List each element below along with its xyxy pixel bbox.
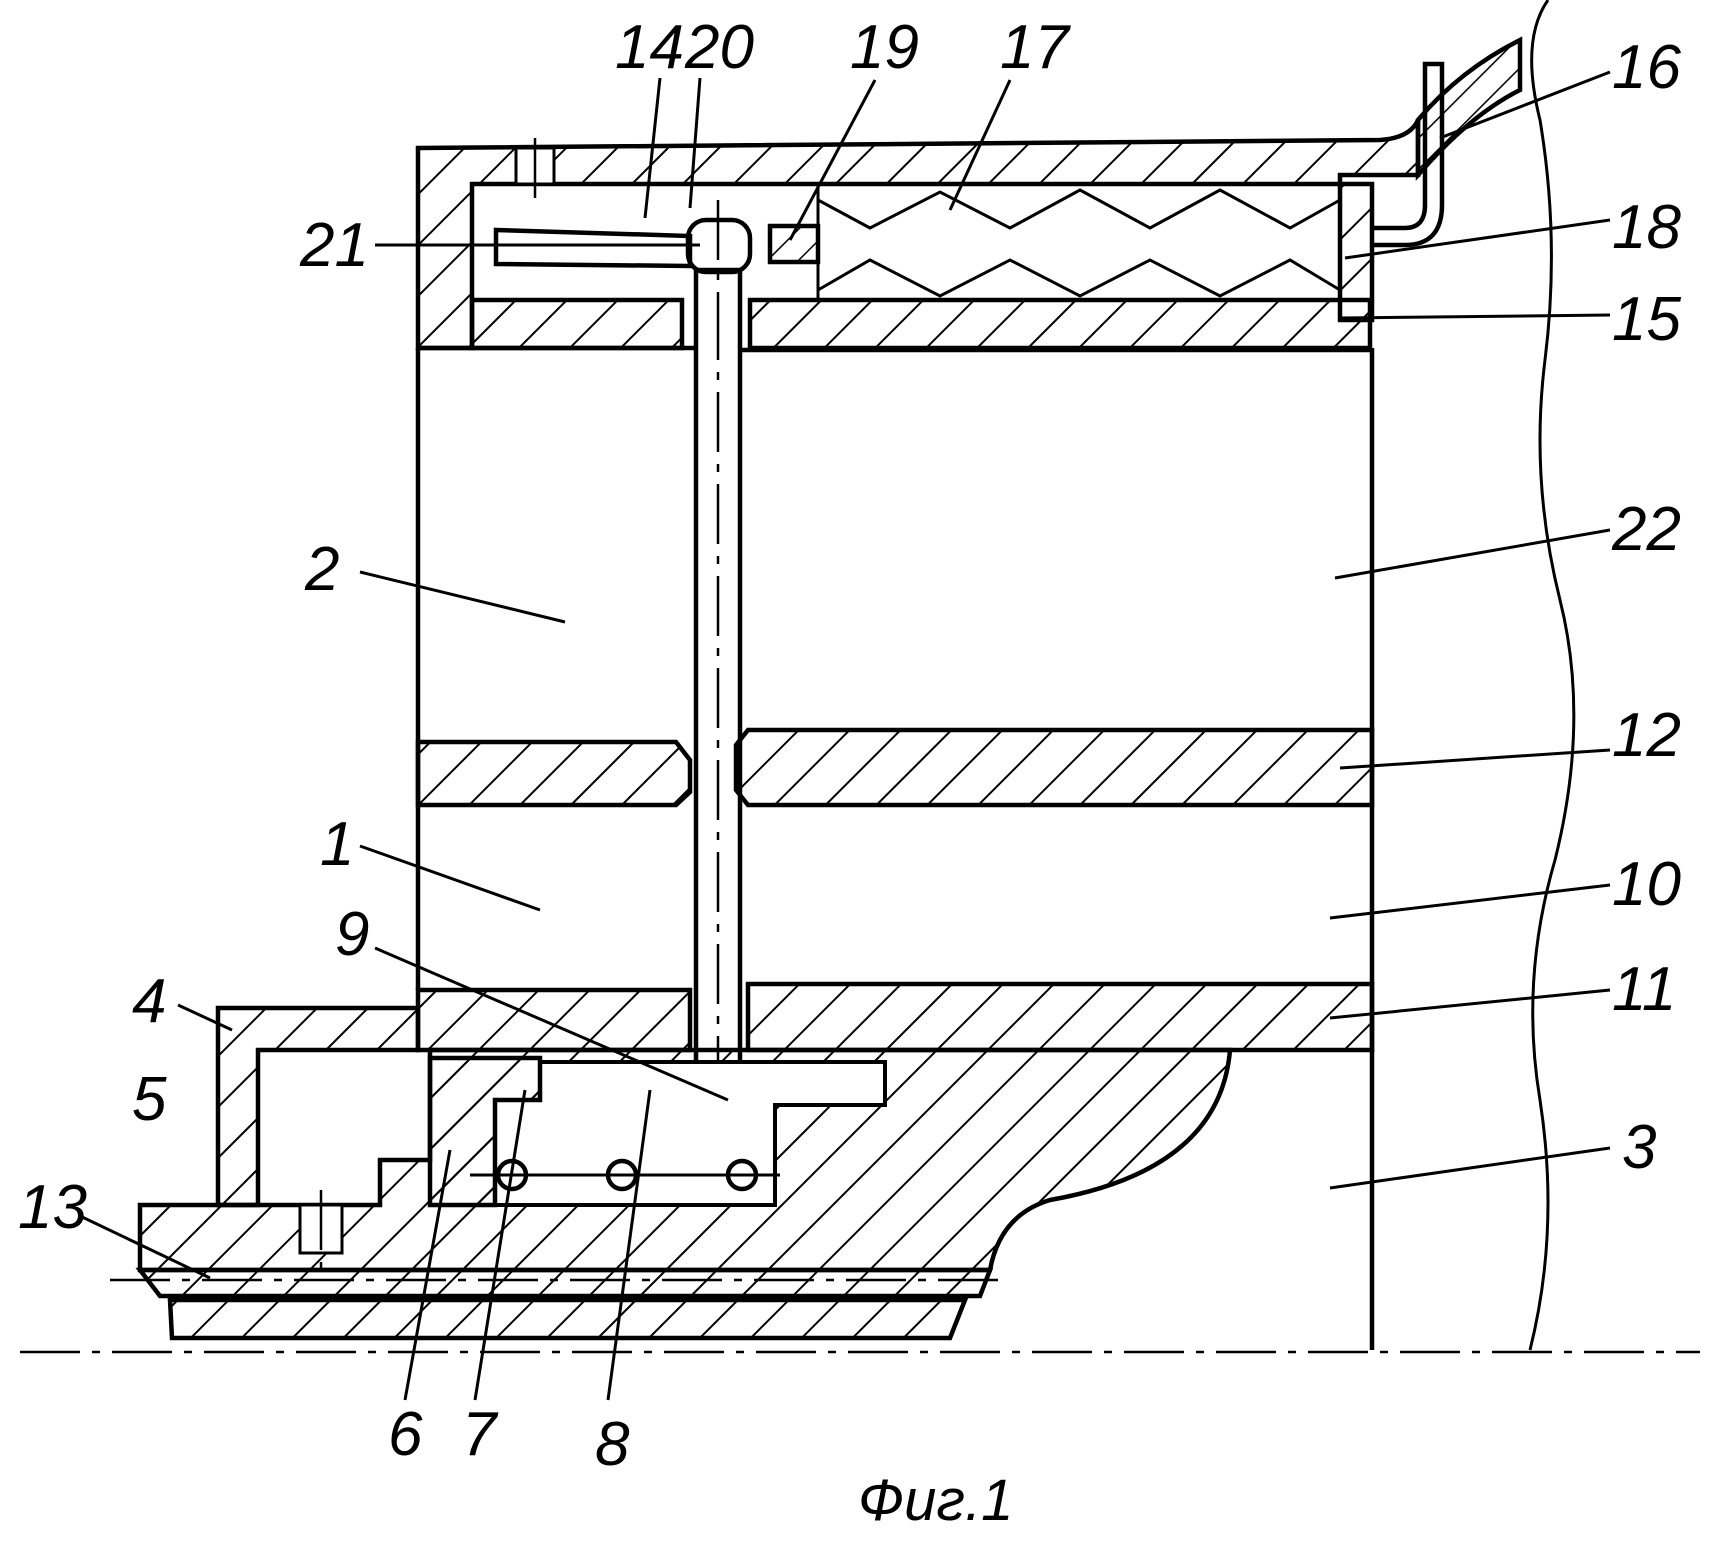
lower-flange — [110, 1270, 1000, 1338]
label-16: 16 — [1612, 33, 1681, 102]
housing-cover — [418, 40, 1520, 348]
label-10: 10 — [1612, 850, 1681, 919]
figure-caption: Фиг.1 — [858, 1468, 1013, 1533]
cover-bolt — [516, 138, 554, 210]
label-17: 17 — [1000, 13, 1071, 82]
label-14: 14 — [615, 13, 684, 82]
vertical-shaft — [696, 270, 740, 1170]
label-20: 20 — [684, 13, 754, 82]
label-18: 18 — [1612, 193, 1681, 262]
lower-ring — [418, 984, 1372, 1050]
bellows — [818, 184, 1340, 300]
label-21: 21 — [299, 211, 369, 280]
label-6: 6 — [388, 1400, 423, 1469]
label-8: 8 — [595, 1410, 630, 1479]
label-19: 19 — [850, 13, 919, 82]
label-13: 13 — [18, 1173, 87, 1242]
label-22: 22 — [1611, 495, 1681, 564]
label-9: 9 — [335, 900, 369, 969]
lever — [496, 200, 750, 300]
label-11: 11 — [1612, 955, 1676, 1024]
label-15: 15 — [1612, 285, 1681, 354]
break-line — [1530, 0, 1574, 1350]
label-2: 2 — [304, 535, 339, 604]
label-4: 4 — [132, 967, 166, 1036]
label-12: 12 — [1612, 701, 1681, 770]
label-1: 1 — [320, 810, 354, 879]
middle-ring — [418, 730, 1372, 805]
label-5: 5 — [132, 1065, 167, 1134]
label-3: 3 — [1622, 1113, 1656, 1182]
label-7: 7 — [462, 1400, 499, 1469]
